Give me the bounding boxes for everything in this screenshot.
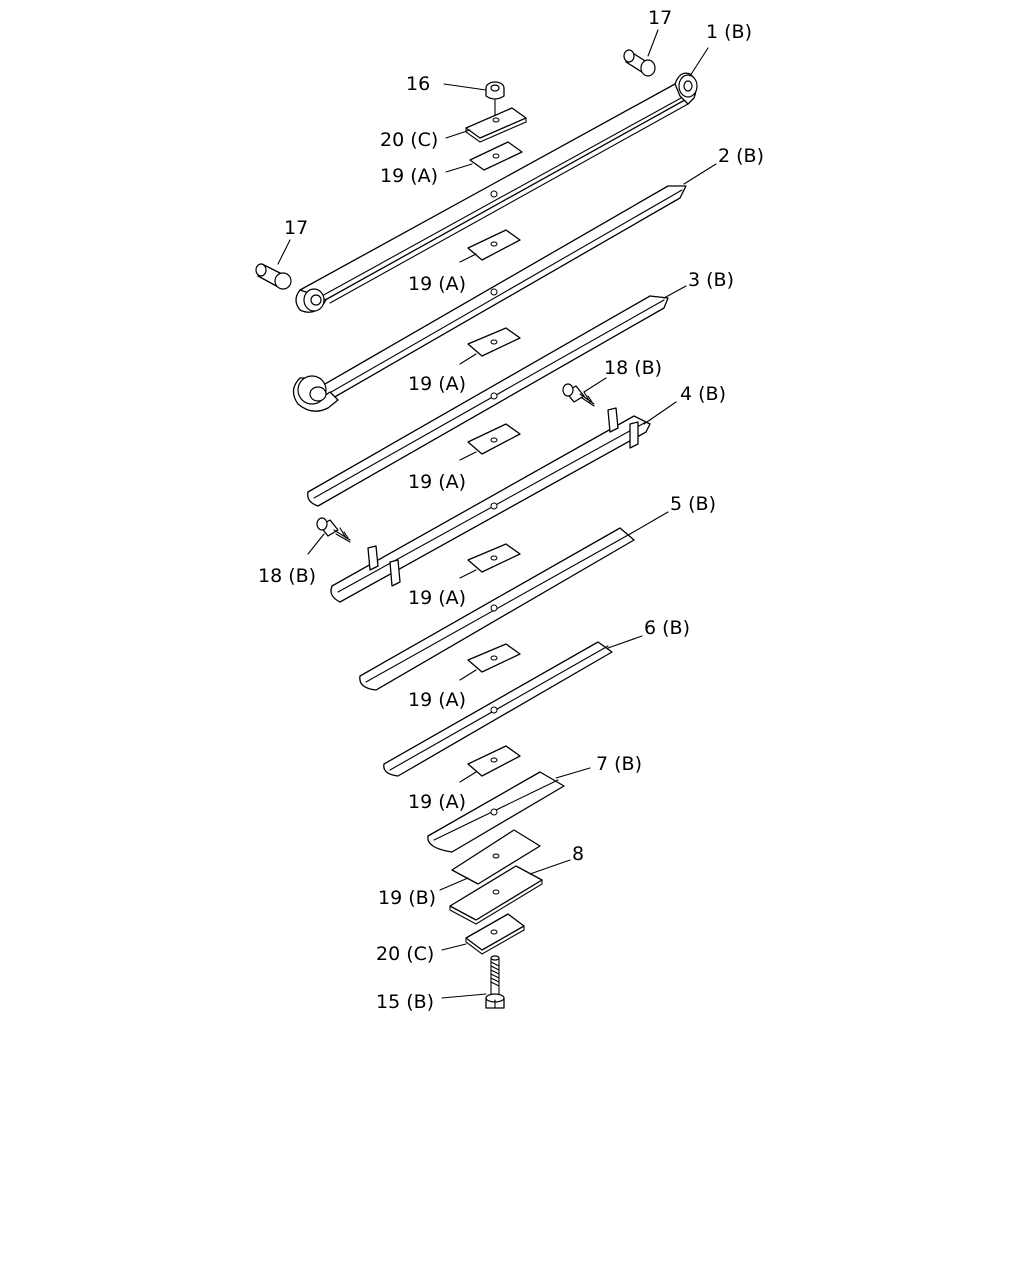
label-17-top: 17 [648,7,672,29]
label-8: 8 [572,843,584,865]
leaf-4 [330,407,651,603]
label-17-left: 17 [284,217,308,239]
label-20c-top: 20 (C) [380,129,438,151]
leaf-3 [307,295,669,507]
liner-19a-4 [467,423,521,455]
bushing-17-left [255,263,292,290]
leaf-6 [383,641,613,777]
spacer-8 [449,865,543,925]
plate-20c-top [465,107,527,143]
leaf-7 [427,771,565,853]
bolt-15b [485,955,505,1009]
label-2b: 2 (B) [718,145,764,167]
label-5b: 5 (B) [670,493,716,515]
label-6b: 6 (B) [644,617,690,639]
label-3b: 3 (B) [688,269,734,291]
liner-19a-1 [469,141,523,171]
label-19a-6: 19 (A) [408,689,466,711]
label-19a-4: 19 (A) [408,471,466,493]
label-19b: 19 (B) [378,887,436,909]
leaf-5 [359,527,635,691]
label-16: 16 [406,73,430,95]
label-15b: 15 (B) [376,991,434,1013]
liner-19a-5 [467,543,521,573]
bolt-18b-right [562,383,595,407]
leaf-2 [292,185,687,412]
label-19a-7: 19 (A) [408,791,466,813]
label-18b-left: 18 (B) [258,565,316,587]
liner-19b [451,829,541,885]
label-7b: 7 (B) [596,753,642,775]
liner-19a-6 [467,643,521,673]
bolt-18b-left [316,517,351,543]
leader-lines [277,29,717,999]
label-4b: 4 (B) [680,383,726,405]
liner-19a-2 [467,229,521,261]
label-1b: 1 (B) [706,21,752,43]
liner-19a-3 [467,327,521,357]
label-20c-bottom: 20 (C) [376,943,434,965]
label-19a-2: 19 (A) [408,273,466,295]
label-19a-3: 19 (A) [408,373,466,395]
liner-19a-7 [467,745,521,777]
label-19a-1: 19 (A) [380,165,438,187]
label-19a-5: 19 (A) [408,587,466,609]
part-labels: 17 1 (B) 16 20 (C) 19 (A) 2 (B) 17 19 (A… [258,7,764,1013]
plate-20c-bottom [465,913,525,955]
nut-16 [485,81,505,119]
bushing-17-top [623,49,656,77]
leaf-1-main [295,72,698,313]
label-18b-right: 18 (B) [604,357,662,379]
